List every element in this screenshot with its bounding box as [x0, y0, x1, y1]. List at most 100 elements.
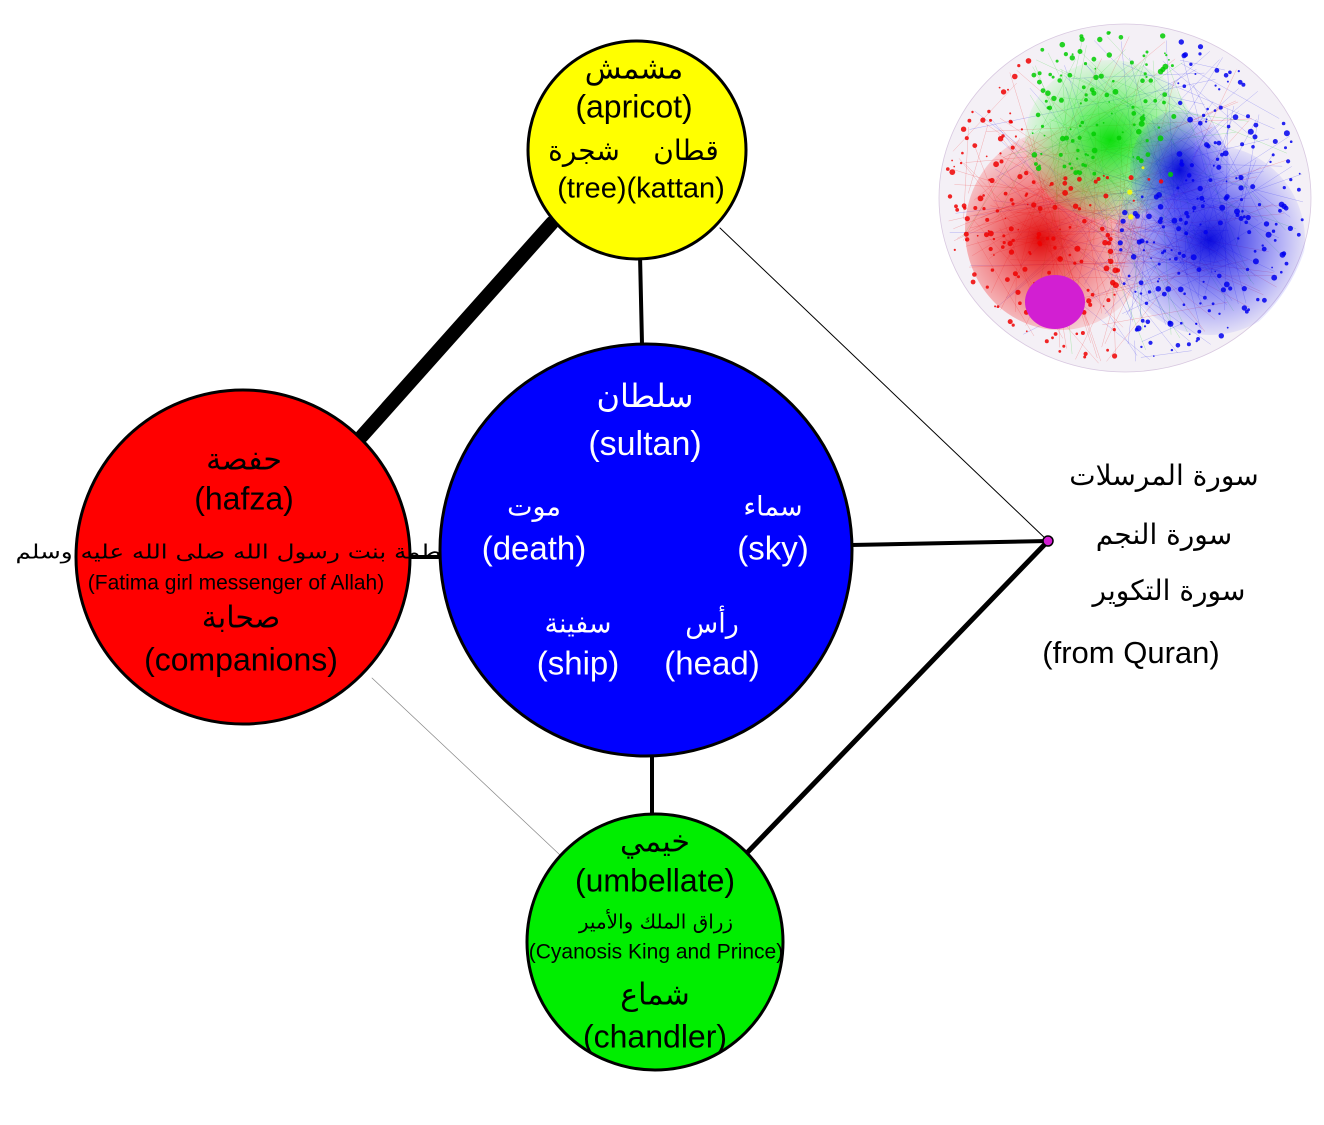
thumbnail-node — [1069, 55, 1076, 61]
node-blue-circle — [438, 342, 854, 758]
yellow-arabic-apricot: مشمش — [585, 52, 683, 87]
thumbnail-node — [1161, 291, 1167, 297]
thumbnail-node — [1031, 202, 1037, 208]
thumbnail-node — [1007, 240, 1013, 247]
thumbnail-node — [1171, 114, 1177, 119]
thumbnail-node — [1038, 164, 1041, 167]
thumbnail-node — [1194, 73, 1197, 75]
thumbnail-node — [1143, 99, 1148, 104]
thumbnail-node — [1107, 258, 1110, 261]
thumbnail-node — [1081, 163, 1085, 167]
thumbnail-node — [1212, 164, 1215, 167]
thumbnail-node — [1121, 131, 1124, 134]
thumbnail-node — [1176, 151, 1183, 157]
thumbnail-node — [1102, 305, 1105, 307]
thumbnail-node — [1020, 128, 1024, 131]
thumbnail-node — [1018, 301, 1022, 306]
thumbnail-node — [1009, 198, 1014, 202]
thumbnail-node — [1023, 170, 1029, 176]
thumbnail-node — [1272, 139, 1278, 144]
thumbnail-node — [1040, 152, 1043, 156]
thumbnail-node — [1080, 331, 1085, 335]
red-arabic-fatima: فاطمة بنت رسول الله صلى الله عليه وسلم — [16, 540, 461, 564]
thumbnail-node — [1200, 204, 1205, 209]
thumbnail-node — [1165, 54, 1168, 57]
thumbnail-node — [1224, 194, 1230, 200]
thumbnail-node — [1077, 207, 1082, 211]
thumbnail-node — [1076, 148, 1080, 153]
blue-arabic-death: موت — [507, 492, 561, 523]
thumbnail-node — [1058, 152, 1063, 157]
thumbnail-node — [1162, 92, 1168, 97]
thumbnail-node — [1136, 128, 1142, 135]
thumbnail-node — [1025, 330, 1028, 333]
thumbnail-node — [1007, 88, 1009, 91]
thumbnail-node — [995, 209, 1000, 213]
thumbnail-node — [993, 161, 999, 168]
thumbnail-node — [972, 272, 977, 277]
thumbnail-node — [1127, 274, 1131, 278]
thumbnail-node — [1282, 186, 1286, 190]
thumbnail-node — [1045, 90, 1051, 96]
thumbnail-node — [1158, 179, 1164, 184]
thumbnail-node — [1088, 302, 1093, 307]
thumbnail-node — [1084, 98, 1088, 102]
thumbnail-node — [1217, 273, 1222, 279]
thumbnail-node — [1009, 112, 1012, 115]
thumbnail-node — [999, 152, 1002, 155]
thumbnail-node — [1201, 113, 1206, 118]
thumbnail-node — [1077, 170, 1083, 176]
thumbnail-node — [1156, 192, 1162, 198]
thumbnail-edge — [968, 124, 989, 194]
thumbnail-node — [1069, 128, 1072, 131]
thumbnail-node — [1112, 353, 1118, 359]
green-english-umbellate: (umbellate) — [575, 862, 735, 898]
blue-arabic-sky: سماء — [743, 492, 802, 523]
thumbnail-node — [1141, 166, 1145, 170]
thumbnail-node — [1197, 185, 1203, 192]
thumbnail-node — [1044, 99, 1048, 103]
thumbnail-node — [1150, 257, 1152, 260]
thumbnail-node — [1136, 239, 1142, 245]
green-arabic-umbellate: خيمي — [620, 825, 690, 860]
edge-yellow-blue — [638, 253, 644, 346]
thumbnail-node — [1053, 246, 1057, 250]
thumbnail-node — [1052, 204, 1058, 210]
node-yellow-circle — [526, 39, 748, 261]
thumbnail-node — [1138, 280, 1144, 286]
thumbnail-node — [1217, 220, 1223, 226]
thumbnail-node — [1206, 144, 1211, 149]
thumbnail-node — [1235, 177, 1238, 180]
thumbnail-node — [1077, 135, 1082, 140]
thumbnail-node — [1084, 93, 1088, 97]
thumbnail-node — [1245, 267, 1250, 272]
thumbnail-node — [985, 217, 990, 222]
thumbnail-node — [1253, 249, 1257, 253]
thumbnail-node — [1214, 68, 1220, 73]
thumbnail-node — [1197, 329, 1202, 334]
thumbnail-node — [1186, 173, 1192, 178]
thumbnail-node — [1250, 184, 1256, 190]
thumbnail-node — [1008, 119, 1013, 124]
thumbnail-node — [1283, 130, 1290, 137]
thumbnail-node — [1235, 213, 1240, 217]
thumbnail-node — [1051, 236, 1056, 241]
thumbnail-node — [1286, 159, 1291, 164]
quran-english-label: (from Quran) — [1042, 635, 1219, 670]
thumbnail-node — [1140, 78, 1145, 83]
thumbnail-node — [1218, 105, 1223, 110]
blue-english-sultan: (sultan) — [588, 425, 701, 463]
thumbnail-node — [1300, 218, 1304, 222]
green-arabic-chandler: شماع — [620, 978, 690, 1013]
thumbnail-node — [1100, 226, 1105, 232]
thumbnail-node — [1091, 155, 1095, 160]
thumbnail-node — [989, 177, 995, 184]
thumbnail-node — [1234, 208, 1240, 215]
thumbnail-node — [947, 194, 953, 199]
thumbnail-node — [1180, 321, 1183, 325]
thumbnail-node — [976, 234, 979, 237]
thumbnail-node — [1253, 122, 1259, 128]
thumbnail-node — [1079, 102, 1082, 105]
thumbnail-node — [1196, 267, 1202, 272]
